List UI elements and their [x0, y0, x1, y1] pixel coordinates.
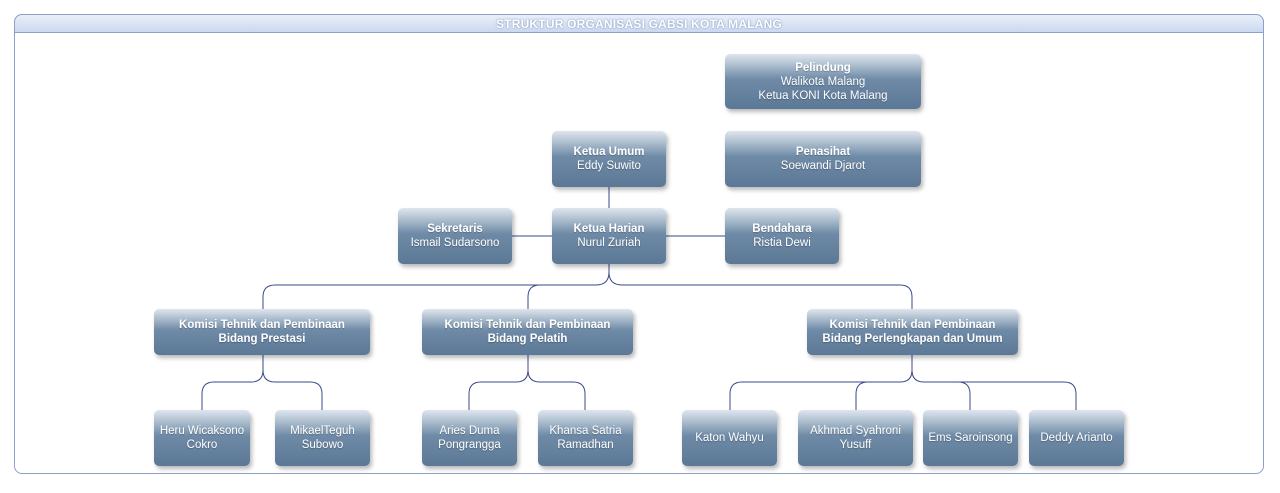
- node-akhmad-line2: Yusuff: [839, 439, 872, 451]
- line-umum-deddy: [958, 381, 1077, 410]
- node-heru-line2: Cokro: [186, 439, 218, 451]
- node-bendahara: Bendahara Ristia Dewi: [725, 208, 839, 264]
- node-ketua-harian-line1: Nurul Zuriah: [577, 237, 641, 249]
- line-prestasi-members: [201, 355, 264, 410]
- line-umum-akhmad: [855, 381, 869, 410]
- node-sekretaris-title: Sekretaris: [427, 223, 483, 235]
- node-pelindung-title: Pelindung: [795, 61, 851, 74]
- node-katon: Katon Wahyu: [682, 410, 777, 466]
- node-sekretaris: Sekretaris Ismail Sudarsono: [398, 208, 512, 264]
- node-akhmad: Akhmad Syahroni Yusuff: [798, 410, 913, 466]
- node-akhmad-line1: Akhmad Syahroni: [810, 425, 901, 437]
- node-komisi-prestasi-title: Komisi Tehnik dan Pembinaan: [179, 319, 345, 331]
- node-komisi-prestasi-line1: Bidang Prestasi: [218, 333, 306, 345]
- node-khansa-line1: Khansa Satria: [549, 425, 622, 437]
- line-to-umum: [608, 271, 913, 309]
- node-penasihat-title: Penasihat: [795, 146, 851, 158]
- node-aries: Aries Duma Pongrangga: [422, 410, 517, 466]
- node-komisi-umum-title: Komisi Tehnik dan Pembinaan: [829, 319, 996, 331]
- node-ketua-harian: Ketua Harian Nurul Zuriah: [552, 208, 666, 264]
- node-ketua-umum-line1: Eddy Suwito: [577, 160, 641, 172]
- node-aries-line1: Aries Duma: [439, 425, 500, 437]
- node-deddy-line1: Deddy Arianto: [1040, 432, 1113, 444]
- node-bendahara-title: Bendahara: [752, 223, 812, 235]
- node-bendahara-line1: Ristia Dewi: [753, 237, 811, 249]
- chart-title: STRUKTUR ORGANISASI GABSI KOTA MALANG: [14, 14, 1264, 33]
- node-heru-line1: Heru Wicaksono: [159, 425, 245, 437]
- node-komisi-umum: Komisi Tehnik dan Pembinaan Bidang Perle…: [807, 309, 1018, 355]
- node-pelindung-line2: Ketua KONI Kota Malang: [758, 89, 888, 102]
- line-prestasi-mikael: [262, 369, 323, 410]
- node-mikael-line1: MikaelTeguh: [290, 425, 355, 437]
- node-penasihat-line1: Soewandi Djarot: [780, 160, 866, 172]
- line-umum-members: [729, 355, 913, 410]
- node-aries-line2: Pongrangga: [438, 439, 501, 451]
- node-ems: Ems Saroinsong: [923, 410, 1018, 466]
- node-ketua-harian-title: Ketua Harian: [573, 223, 645, 235]
- node-komisi-pelatih-line1: Bidang Pelatih: [487, 333, 568, 345]
- line-pelatih-members: [468, 355, 529, 410]
- node-heru: Heru Wicaksono Cokro: [154, 410, 250, 466]
- node-ems-line1: Ems Saroinsong: [928, 432, 1013, 444]
- node-pelindung: Pelindung Walikota Malang Ketua KONI Kot…: [725, 54, 921, 109]
- line-umum-ems: [911, 369, 971, 410]
- node-katon-line1: Katon Wahyu: [695, 432, 764, 444]
- node-khansa-line2: Ramadhan: [557, 439, 614, 451]
- node-komisi-pelatih: Komisi Tehnik dan Pembinaan Bidang Pelat…: [422, 309, 633, 355]
- line-pelatih-khansa: [527, 369, 586, 410]
- node-komisi-umum-line1: Bidang Perlengkapan dan Umum: [822, 333, 1003, 345]
- node-komisi-pelatih-title: Komisi Tehnik dan Pembinaan: [444, 319, 611, 331]
- node-ketua-umum-title: Ketua Umum: [573, 146, 645, 158]
- node-ketua-umum: Ketua Umum Eddy Suwito: [552, 131, 666, 187]
- line-to-pelatih: [527, 284, 541, 309]
- node-pelindung-line1: Walikota Malang: [780, 75, 866, 88]
- node-sekretaris-line1: Ismail Sudarsono: [410, 237, 500, 249]
- line-harian-komisi: [262, 264, 610, 309]
- node-komisi-prestasi: Komisi Tehnik dan Pembinaan Bidang Prest…: [154, 309, 370, 355]
- node-mikael: MikaelTeguh Subowo: [275, 410, 370, 466]
- node-penasihat: Penasihat Soewandi Djarot: [725, 131, 921, 187]
- node-khansa: Khansa Satria Ramadhan: [538, 410, 633, 466]
- node-deddy: Deddy Arianto: [1029, 410, 1124, 466]
- node-mikael-line2: Subowo: [301, 439, 344, 451]
